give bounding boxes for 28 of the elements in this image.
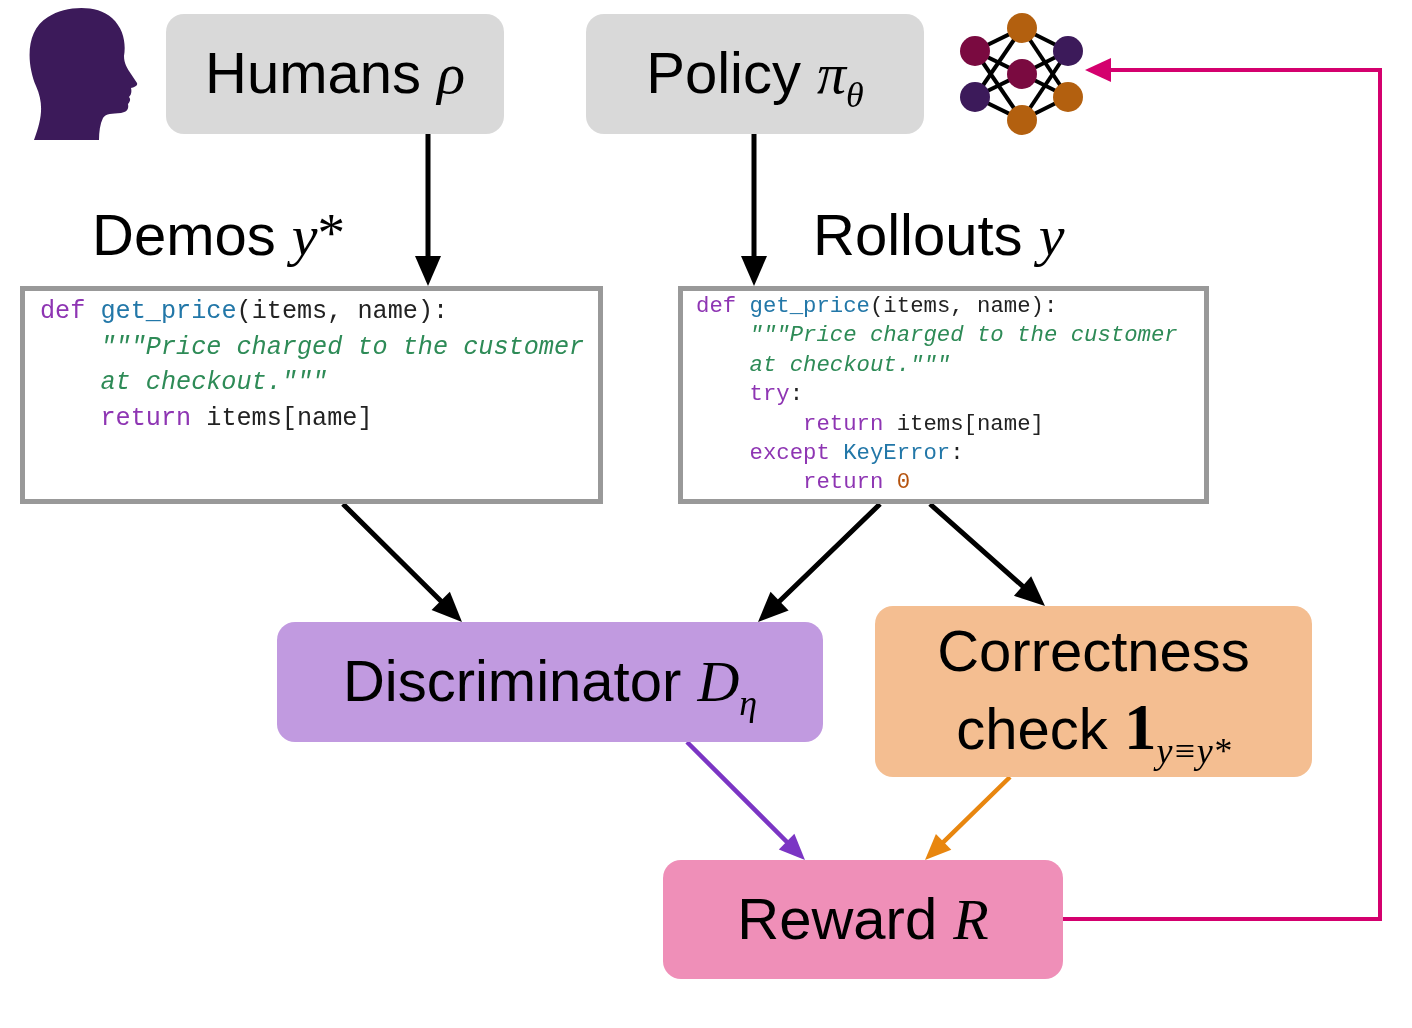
arrow [741, 134, 767, 286]
node-title: Reward R [737, 884, 989, 954]
arrow [685, 740, 807, 862]
code-line: return 0 [803, 468, 911, 498]
process-box [277, 622, 823, 742]
feedback-arrow [1063, 58, 1382, 921]
docstring: """Price charged to the customer at checkout.""" [100, 331, 586, 399]
node-title: Humans ρ [205, 39, 465, 109]
neural-network-icon [958, 12, 1085, 137]
process-box [166, 14, 504, 134]
node-title: Policy π$_{θ}$ [646, 39, 864, 111]
code-line: def get_price(items, name): [696, 292, 1058, 321]
process-box [875, 606, 1312, 777]
arrow [341, 502, 464, 624]
code-line: return items[name] [803, 409, 1044, 439]
arrow [923, 775, 1012, 862]
node-title: Correctness check 1$_{y≡y*}$ [936, 616, 1251, 769]
code-line: try: [749, 380, 804, 410]
section-heading: Rollouts y [813, 201, 1065, 270]
arrow [928, 502, 1047, 608]
process-box [663, 860, 1063, 979]
code-line: return items[name] [100, 402, 373, 435]
docstring: """Price charged to the customer at checkout.""" [749, 321, 1179, 380]
arrow [756, 502, 882, 624]
code-line: def get_price(items, name): [40, 296, 449, 328]
arrow [415, 134, 441, 286]
code-line: except KeyError: [749, 439, 964, 469]
process-box [586, 14, 924, 134]
